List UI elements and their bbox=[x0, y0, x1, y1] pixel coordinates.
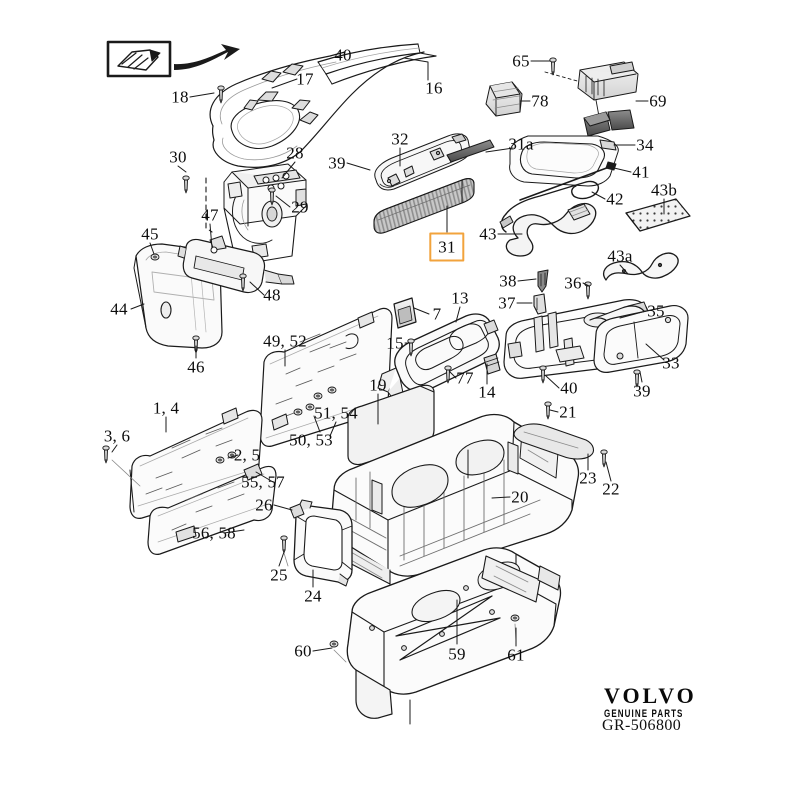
callout-48[interactable]: 48 bbox=[263, 285, 281, 305]
part-3-6-screw bbox=[102, 445, 141, 487]
callout-43a[interactable]: 43a bbox=[607, 246, 633, 266]
callout-46[interactable]: 46 bbox=[187, 357, 205, 377]
callout-31a[interactable]: 31a bbox=[508, 134, 534, 154]
part-28-console-bracket bbox=[223, 163, 307, 263]
callout-56-58[interactable]: 56, 58 bbox=[192, 523, 236, 543]
callout-23[interactable]: 23 bbox=[579, 468, 597, 488]
part-60-screw bbox=[329, 640, 347, 663]
callout-3-6[interactable]: 3, 6 bbox=[103, 426, 131, 446]
callout-28[interactable]: 28 bbox=[286, 143, 304, 163]
part-24-end-frame bbox=[293, 499, 353, 587]
callout-39[interactable]: 39 bbox=[633, 381, 651, 401]
part-33-side-trim bbox=[589, 305, 689, 373]
detail-inset-box bbox=[106, 40, 240, 78]
part-56-58-panel bbox=[147, 465, 277, 555]
callout-59[interactable]: 59 bbox=[448, 644, 466, 664]
callout-2-5[interactable]: 2, 5 bbox=[233, 445, 261, 465]
callout-32[interactable]: 32 bbox=[391, 129, 409, 149]
volvo-wordmark: VOLVO bbox=[604, 683, 697, 708]
callout-49-52[interactable]: 49, 52 bbox=[263, 331, 307, 351]
callout-33[interactable]: 33 bbox=[662, 353, 680, 373]
callout-78[interactable]: 78 bbox=[531, 91, 549, 111]
part-31-ribbed-mat bbox=[373, 178, 475, 234]
callout-13[interactable]: 13 bbox=[451, 288, 469, 308]
part-16-upper-moulding bbox=[317, 43, 437, 85]
part-55-57-clip bbox=[243, 463, 263, 481]
part-18-screw bbox=[217, 85, 225, 104]
callout-47[interactable]: 47 bbox=[201, 205, 219, 225]
callout-37[interactable]: 37 bbox=[498, 293, 516, 313]
part-59-lower-frame bbox=[346, 547, 562, 725]
callout-60[interactable]: 60 bbox=[294, 641, 312, 661]
part-69-component bbox=[577, 61, 639, 137]
part-7-insert bbox=[393, 297, 417, 329]
callout-7[interactable]: 7 bbox=[432, 304, 442, 324]
part-78-bracket bbox=[485, 81, 523, 117]
callout-26[interactable]: 26 bbox=[255, 495, 273, 515]
callout-45[interactable]: 45 bbox=[141, 224, 159, 244]
callout-30[interactable]: 30 bbox=[169, 147, 187, 167]
callout-22[interactable]: 22 bbox=[602, 479, 620, 499]
callout-43b[interactable]: 43b bbox=[650, 180, 678, 200]
callout-77[interactable]: 77 bbox=[456, 368, 474, 388]
callout-36[interactable]: 36 bbox=[564, 273, 582, 293]
part-37-clip bbox=[533, 293, 547, 315]
callout-31[interactable]: 31 bbox=[429, 232, 465, 262]
part-handbrake-lever bbox=[513, 423, 595, 460]
callout-19[interactable]: 19 bbox=[369, 375, 387, 395]
callout-14[interactable]: 14 bbox=[478, 382, 496, 402]
callout-25[interactable]: 25 bbox=[270, 565, 288, 585]
part-26-bracket bbox=[289, 503, 305, 519]
callout-42[interactable]: 42 bbox=[606, 189, 624, 209]
part-25-screw bbox=[280, 535, 289, 567]
callout-69[interactable]: 69 bbox=[649, 91, 667, 111]
part-30-screw bbox=[182, 175, 213, 233]
callout-55-57[interactable]: 55, 57 bbox=[241, 472, 285, 492]
volvo-tagline: GENUINE PARTS bbox=[604, 707, 684, 720]
leader-lines bbox=[111, 57, 665, 652]
callout-41[interactable]: 41 bbox=[632, 162, 650, 182]
callout-35[interactable]: 35 bbox=[647, 301, 665, 321]
part-42-cable-loop bbox=[499, 180, 600, 233]
callout-29[interactable]: 29 bbox=[291, 197, 309, 217]
callout-15[interactable]: 15 bbox=[386, 333, 404, 353]
part-31a-strip bbox=[446, 139, 495, 163]
callout-39[interactable]: 39 bbox=[328, 153, 346, 173]
callout-51-54[interactable]: 51, 54 bbox=[314, 403, 358, 423]
volvo-brand-mark: VOLVO GENUINE PARTS bbox=[604, 683, 774, 720]
callout-20[interactable]: 20 bbox=[511, 487, 529, 507]
callout-1-4[interactable]: 1, 4 bbox=[152, 398, 180, 418]
callout-40[interactable]: 40 bbox=[334, 45, 352, 65]
callout-40[interactable]: 40 bbox=[560, 378, 578, 398]
callout-18[interactable]: 18 bbox=[171, 87, 189, 107]
callout-24[interactable]: 24 bbox=[304, 586, 322, 606]
part-14-connector bbox=[483, 353, 501, 375]
part-43a-cup-insert bbox=[603, 252, 679, 281]
part-17-console-trim-frame bbox=[209, 51, 425, 168]
part-45-clip bbox=[150, 253, 160, 261]
part-38-clip bbox=[537, 269, 549, 293]
callout-38[interactable]: 38 bbox=[499, 271, 517, 291]
callout-17[interactable]: 17 bbox=[296, 69, 314, 89]
callout-16[interactable]: 16 bbox=[425, 78, 443, 98]
part-43-mat bbox=[505, 202, 597, 257]
part-20-console-body bbox=[330, 413, 580, 585]
callout-34[interactable]: 34 bbox=[636, 135, 654, 155]
callout-65[interactable]: 65 bbox=[512, 51, 530, 71]
diagram-part-number: GR-506800 bbox=[602, 717, 682, 734]
callout-21[interactable]: 21 bbox=[559, 402, 577, 422]
part-43b-perforated-mat bbox=[625, 198, 691, 232]
callout-61[interactable]: 61 bbox=[507, 645, 525, 665]
callout-50-53[interactable]: 50, 53 bbox=[289, 430, 333, 450]
callout-43[interactable]: 43 bbox=[479, 224, 497, 244]
part-32-trim-panel bbox=[374, 133, 471, 191]
callout-44[interactable]: 44 bbox=[110, 299, 128, 319]
